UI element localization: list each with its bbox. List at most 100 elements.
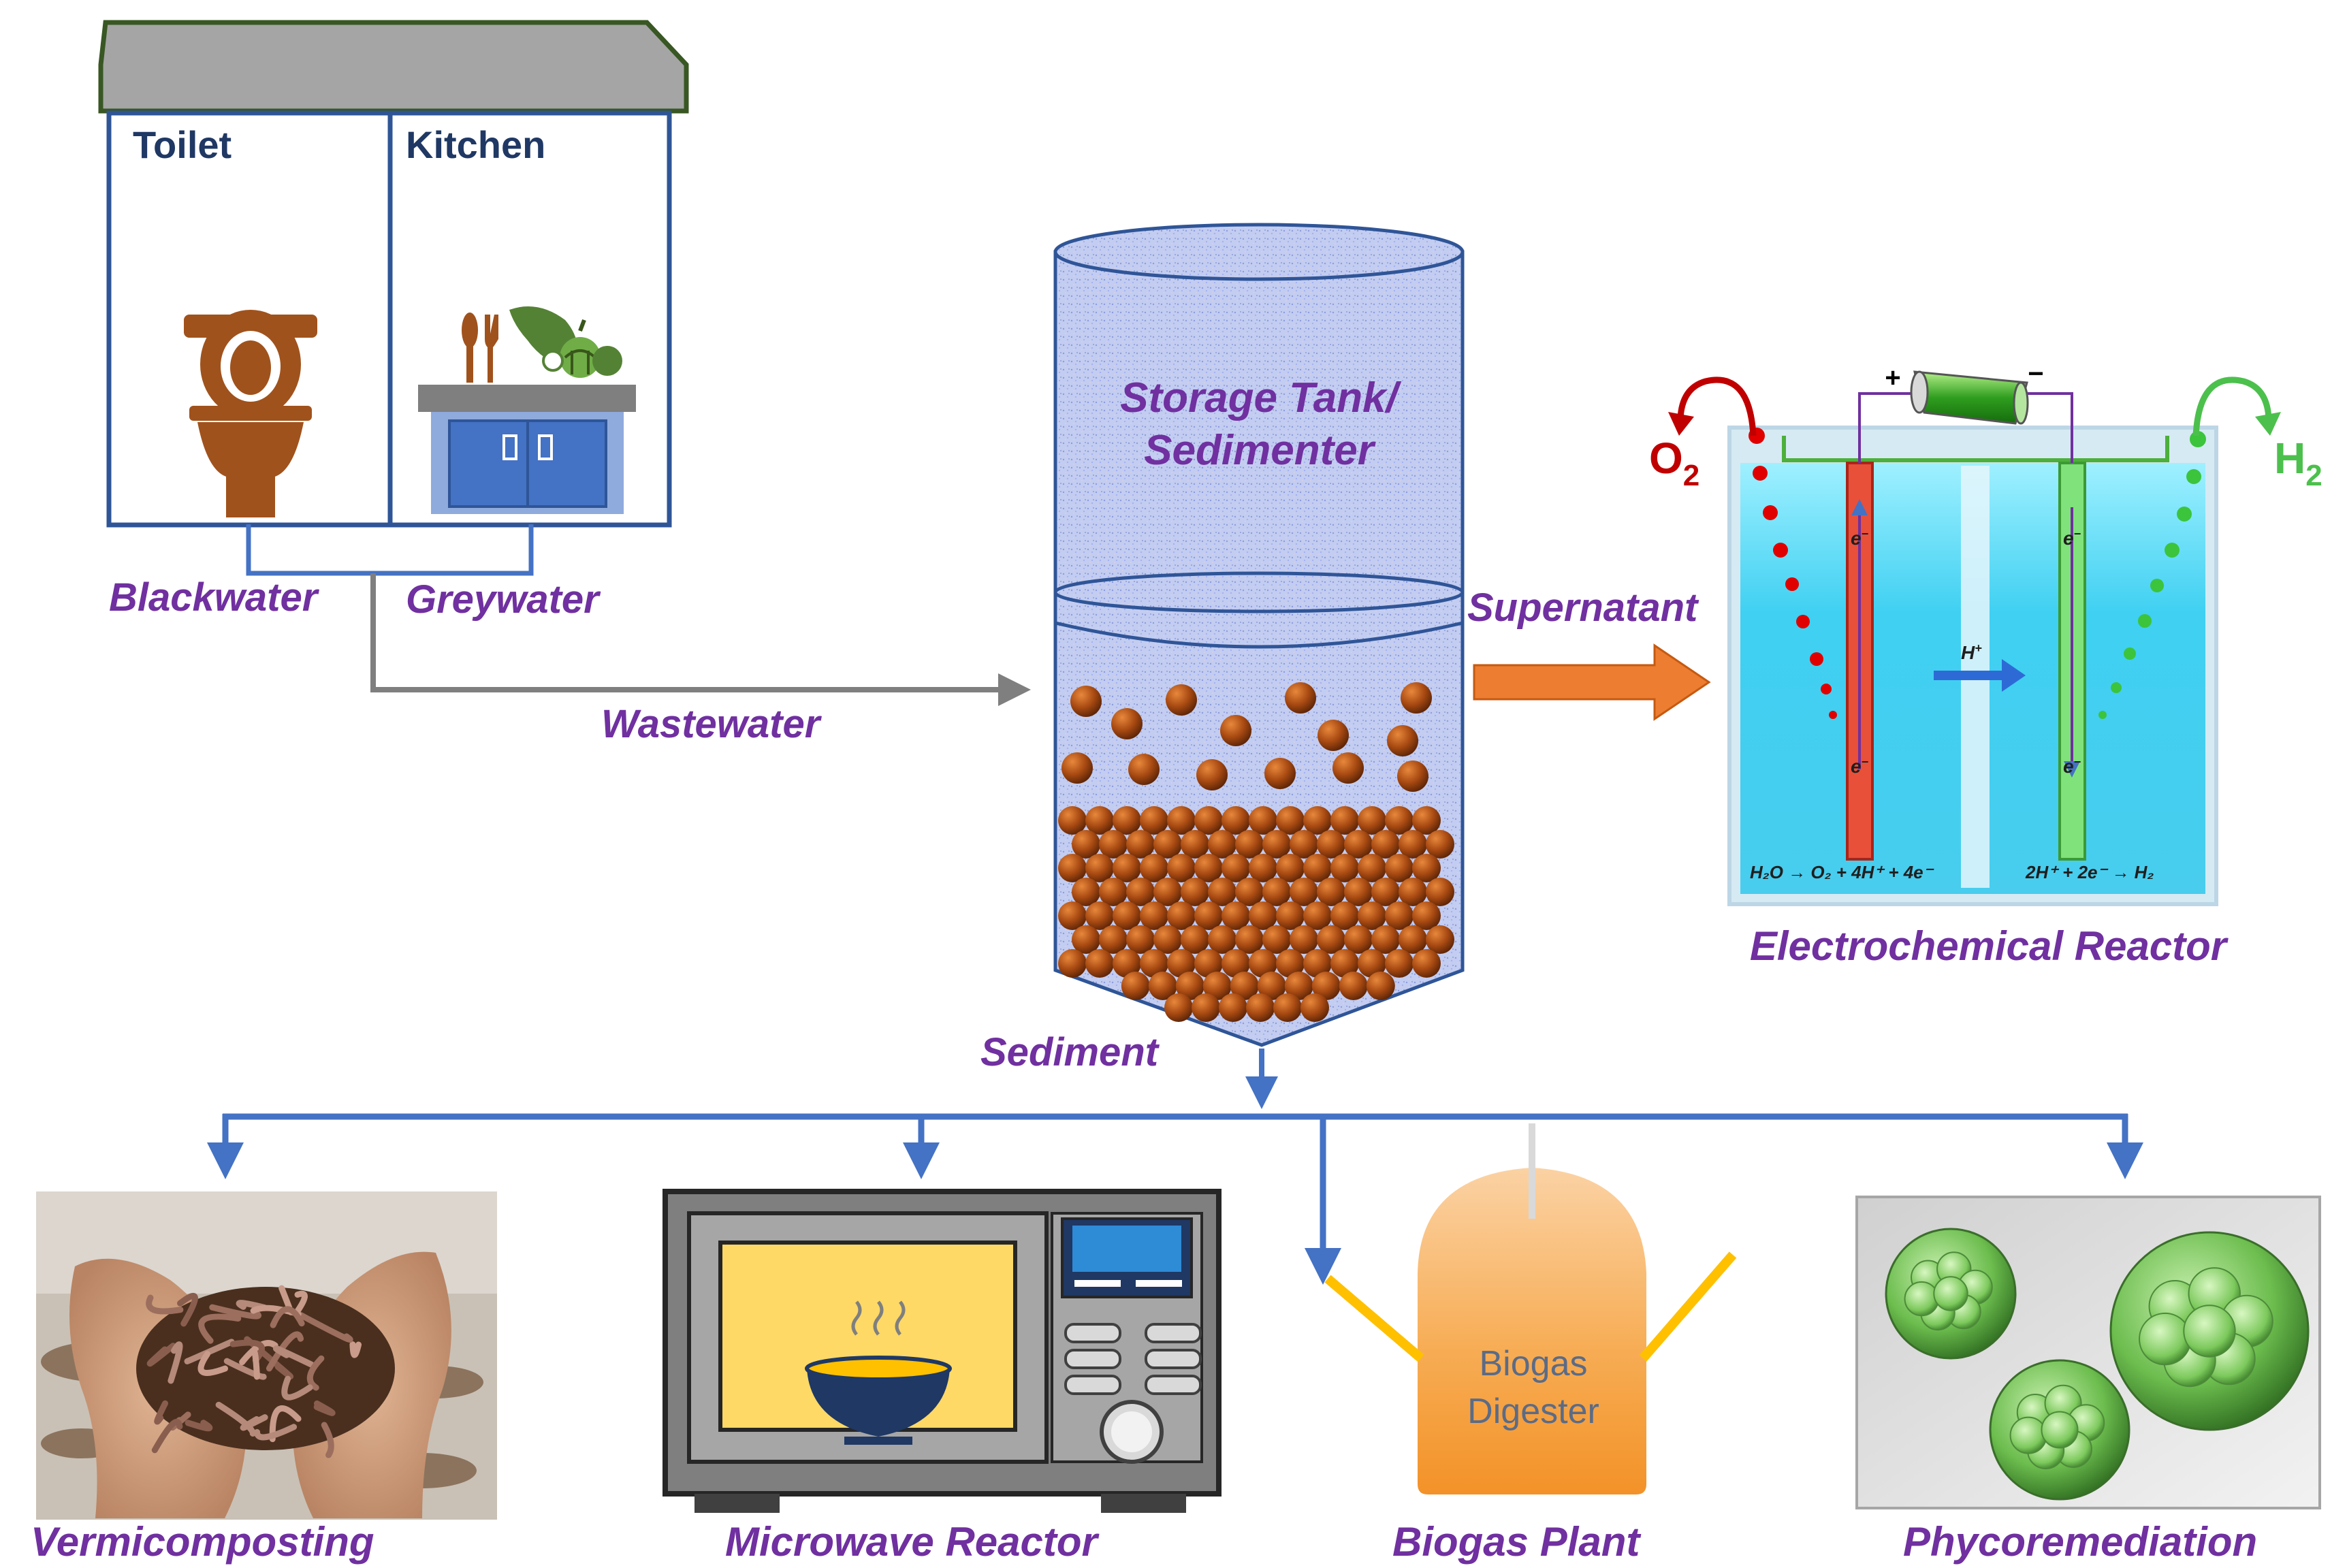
oxygen-bubble [1821,684,1832,694]
sediment-particle [1257,972,1286,1000]
sediment-particle [1285,682,1316,714]
sediment-particle [1399,925,1427,954]
house-roof [98,20,689,114]
sediment-particle [1140,949,1168,978]
earthworm [306,1355,325,1391]
sediment-particle [1358,806,1386,835]
sediment-particle [1167,901,1196,930]
sediment-particle [1339,972,1368,1000]
hydrogen-label: H2 [2274,434,2322,492]
sediment-particle [1262,925,1291,954]
oxygen-release-arrow [1677,377,1757,436]
sediment-particle [1085,806,1114,835]
sediment-particle [1385,949,1414,978]
sediment-particle [1222,806,1250,835]
sediment-particle [1358,949,1386,978]
phycoremediation-panel: Phycoremediation [1855,1196,2321,1565]
earthworm [185,1420,213,1432]
algae-colonies [1885,1228,2310,1501]
supernatant-arrow-shape [1473,643,1711,721]
proton-arrow [1934,659,2026,692]
sediment-particle [1113,901,1141,930]
biogas-inlet-pipe [1324,1275,1424,1362]
proton-label: H+ [1961,641,1982,663]
sediment-particle [1061,752,1093,784]
oxygen-bubble [1773,543,1788,558]
biogas-panel: Biogas Digester Biogas Plant [1324,1123,1737,1565]
anode-electron-bottom: e− [1851,755,1869,777]
earthworm [229,1339,265,1364]
sediment-particle [1140,806,1168,835]
sediment-particle [1121,972,1150,1000]
oxygen-label: O2 [1649,434,1699,492]
sediment-particle [1426,830,1454,859]
supernatant-arrow: Supernatant [1467,586,1711,721]
sediment-particle [1385,854,1414,882]
sediment-particle [1273,993,1302,1022]
sediment-particle [1194,949,1223,978]
sediment-particle [1249,949,1277,978]
oxygen-bubble [1810,652,1823,666]
supernatant-label: Supernatant [1467,586,1699,630]
hydrogen-bubbles [2098,431,2206,719]
sediment-particle [1249,901,1277,930]
earthworm [270,1306,305,1328]
sediment-particle [1222,854,1250,882]
cathode-equation: 2H⁺ + 2e⁻ → H₂ [2025,862,2154,882]
sediment-particle [1085,901,1114,930]
hydrogen-bubble [2177,507,2192,522]
sediment-particle [1290,878,1318,906]
battery-minus: − [2028,359,2043,389]
sediment-particle [1153,925,1182,954]
oxygen-bubbles [1749,428,1837,719]
earthworm [250,1347,260,1380]
battery-icon [1910,370,2029,425]
sediment-particle [1412,806,1441,835]
sediment-particle [1220,715,1251,746]
hydrogen-bubble [2150,579,2164,592]
sediment-particle [1113,806,1141,835]
sediment-particle [1399,878,1427,906]
sediment-particle [1276,806,1305,835]
battery-plus: + [1885,363,1900,393]
sediment-particle [1126,925,1155,954]
wastewater-label: Wastewater [601,702,823,746]
sediment-particle [1208,925,1236,954]
sediment-particle [1344,830,1373,859]
sediment-particle [1235,878,1264,906]
sediment-particle [1330,806,1359,835]
sediment-particle [1140,901,1168,930]
sediment-particle [1412,949,1441,978]
sediment-particle [1358,901,1386,930]
sediment-particle [1426,878,1454,906]
room-label-toilet: Toilet [133,123,231,166]
sediment-particle [1249,854,1277,882]
oxygen-bubble [1763,505,1778,520]
sediment-particle [1397,761,1428,792]
tank-top [1053,223,1465,281]
microwave-buttons [1064,1323,1202,1395]
earthworm [266,1331,304,1372]
sediment-particle [1235,925,1264,954]
tank-layer-top [1053,571,1465,613]
sediment-particle [1126,830,1155,859]
vermicomposting-label: Vermicomposting [31,1519,374,1565]
toilet-icon [184,310,317,517]
sediment-particle [1181,925,1209,954]
sediment-particle [1330,854,1359,882]
reactor-rim [1782,436,2169,462]
algae-colony [2109,1231,2310,1431]
sediment-particle [1072,830,1100,859]
biogas-outlet-pipe [1639,1251,1737,1362]
earthworm [151,1419,183,1454]
sediment-particle [1058,949,1087,978]
house-drain-pipe [246,524,534,576]
earthworm [223,1358,267,1380]
sediment-particle [1303,854,1332,882]
sediment-particle [1175,972,1204,1000]
sediment-particle [1058,901,1087,930]
earthworm [167,1341,183,1384]
earthworm [146,1343,176,1367]
sediment-particle [1412,854,1441,882]
